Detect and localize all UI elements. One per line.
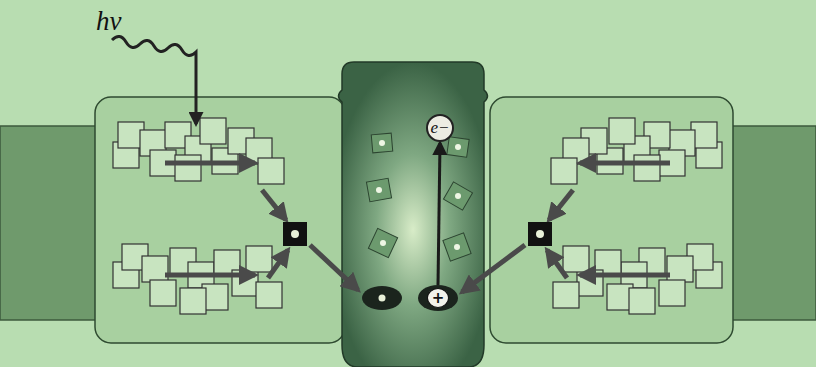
outer-bar [0, 126, 102, 320]
energy-arrow [310, 245, 358, 290]
photon-label: hν [96, 6, 121, 37]
outer-bar [722, 126, 816, 320]
cofactor-chain [366, 133, 472, 261]
photon-wave [112, 36, 196, 124]
energy-arrow [462, 245, 525, 292]
antenna-panel [490, 97, 733, 343]
antenna-array [113, 118, 307, 314]
charge-oval: + [418, 285, 458, 311]
antenna-array [528, 118, 722, 314]
reaction-center [339, 62, 488, 367]
node-text: e− [430, 118, 449, 138]
electron-circle: e− [426, 114, 454, 142]
charge-sign: + [427, 288, 449, 308]
special-pair [362, 286, 402, 310]
electron-transfer-arrow [438, 143, 440, 285]
cofactor-glow [376, 140, 461, 250]
antenna-panel [95, 97, 345, 343]
